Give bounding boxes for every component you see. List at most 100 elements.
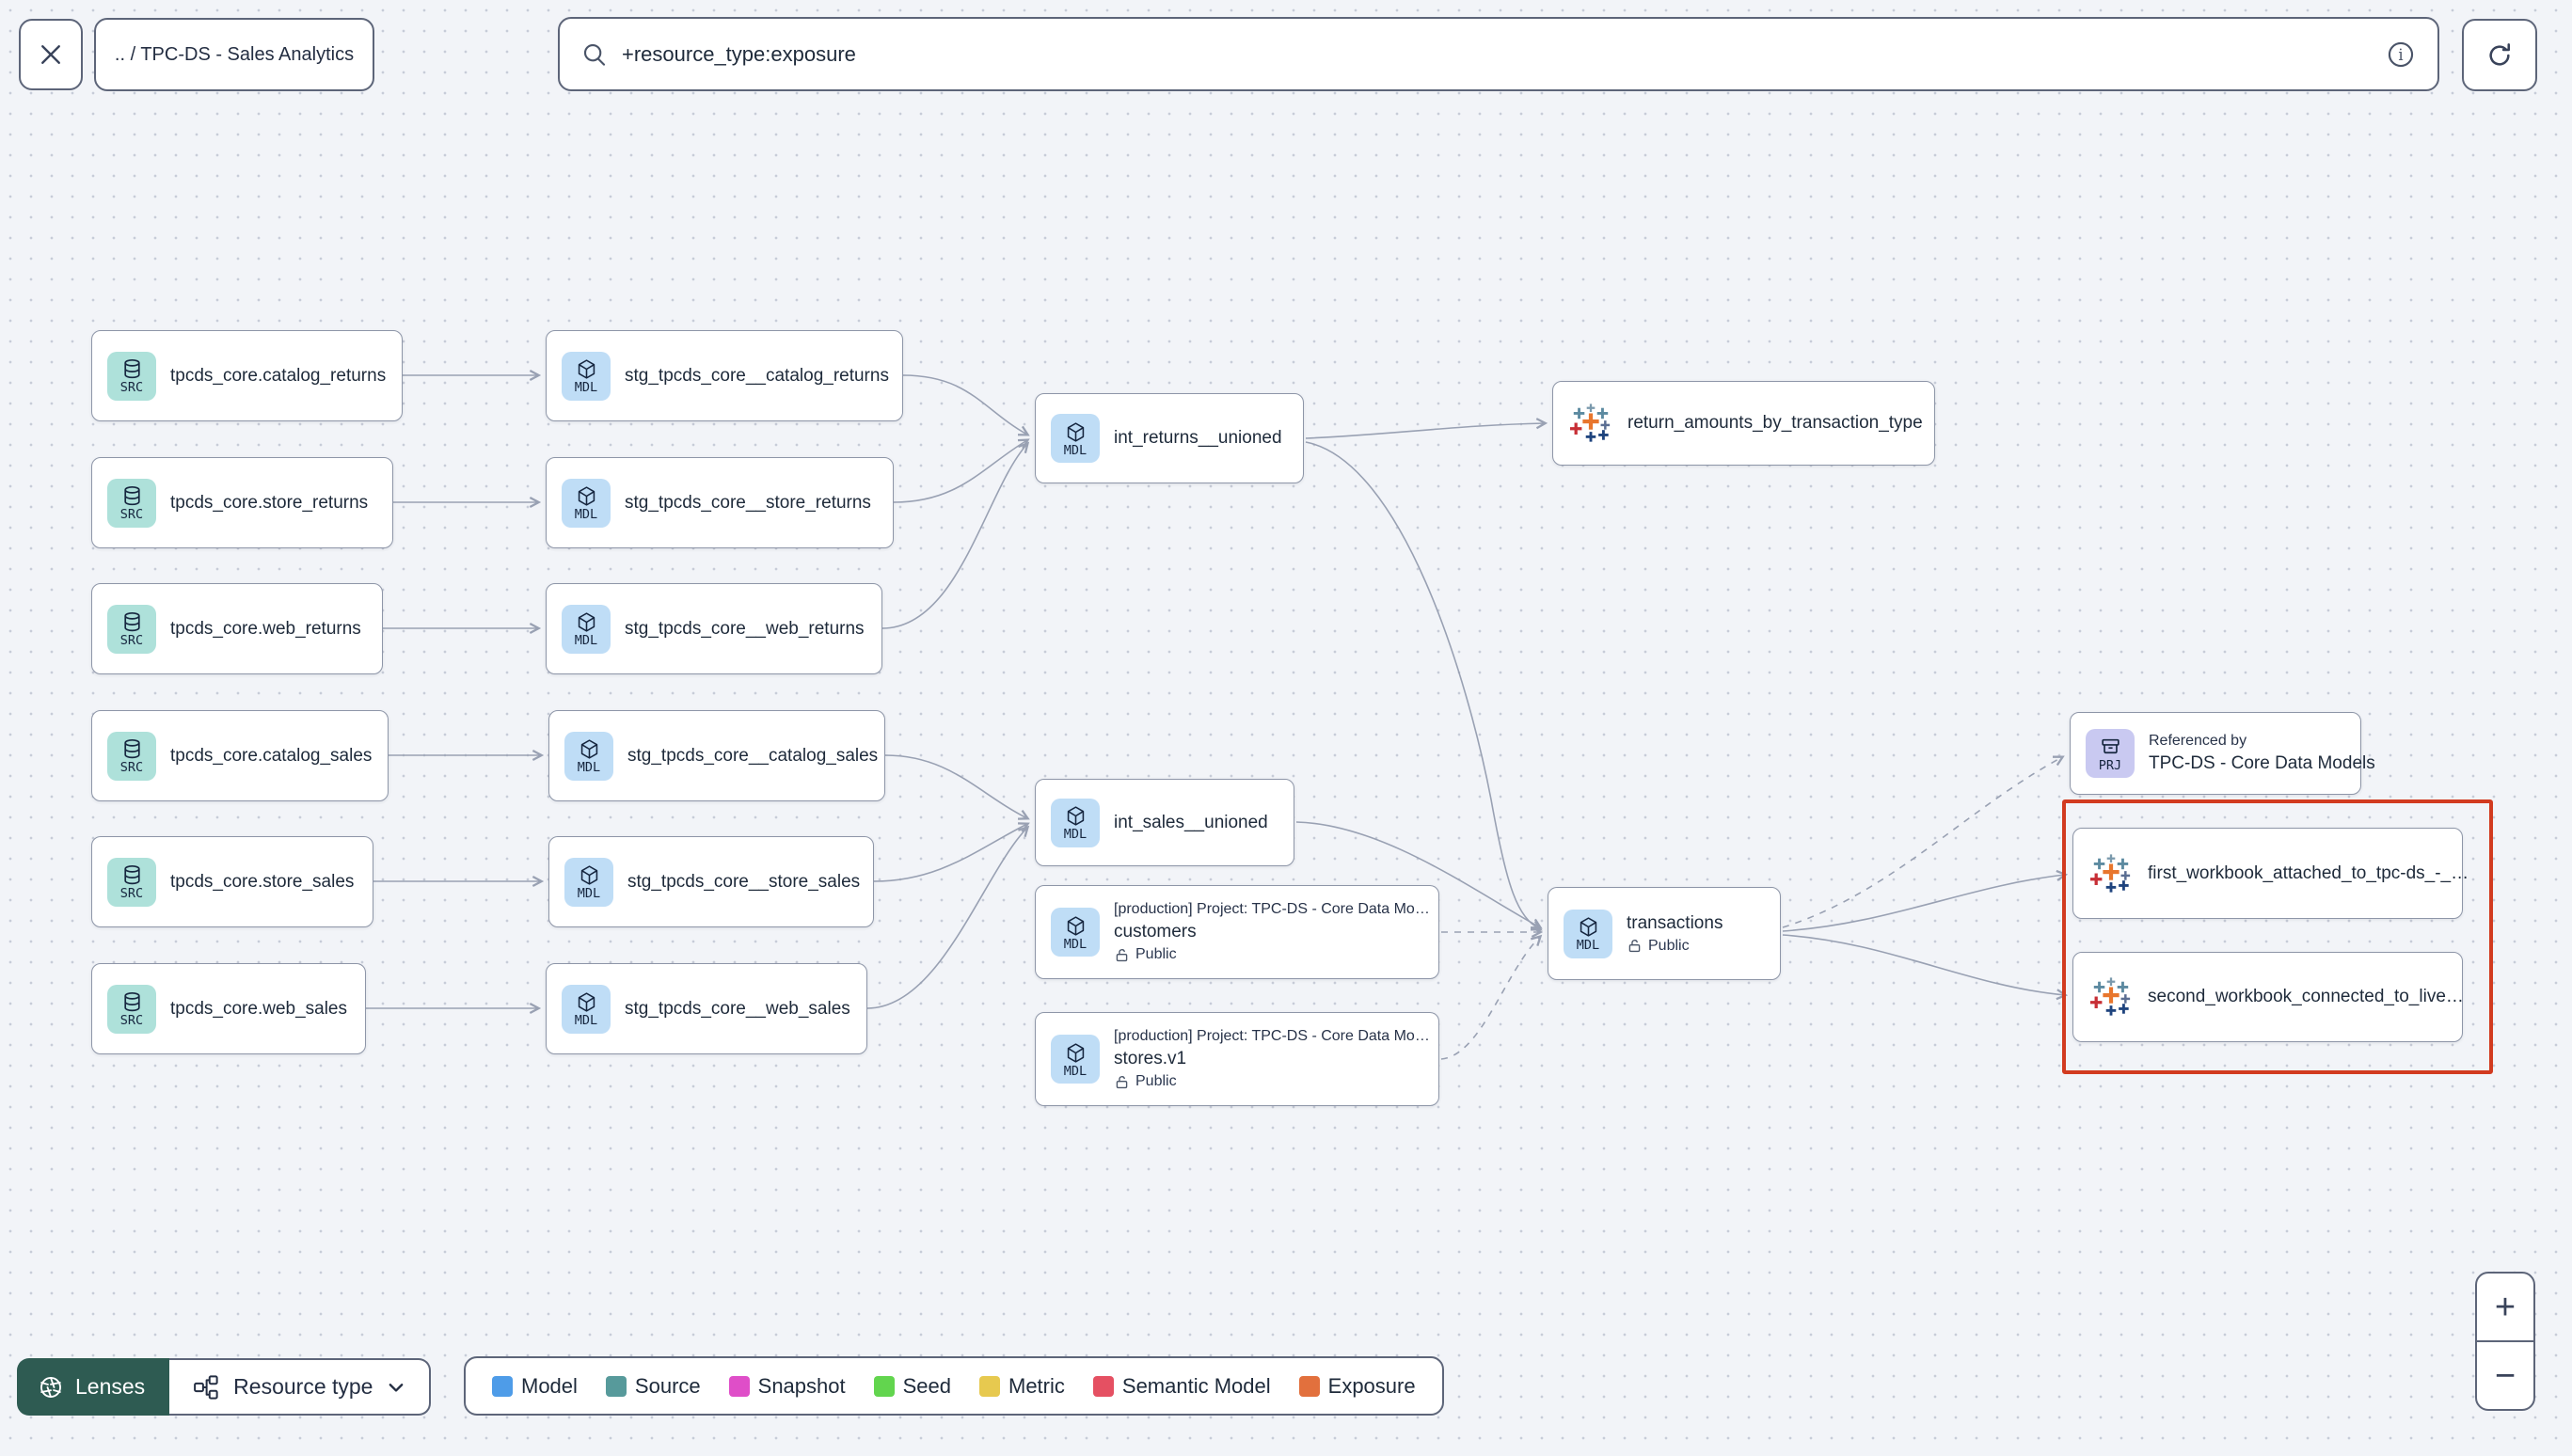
node-title: int_sales__unioned bbox=[1114, 812, 1268, 832]
access-label: Public bbox=[1135, 1073, 1177, 1089]
node-src-web-returns[interactable]: SRC tpcds_core.web_returns bbox=[91, 583, 383, 674]
zoom-control: + − bbox=[2475, 1272, 2535, 1411]
legend-swatch bbox=[1092, 1375, 1114, 1397]
search-bar[interactable]: i bbox=[558, 17, 2439, 91]
view-controls: Lenses Resource type bbox=[17, 1358, 432, 1416]
lineage-edge bbox=[873, 822, 1030, 882]
node-title: TPC-DS - Core Data Models bbox=[2149, 753, 2375, 773]
legend-item: Semantic Model bbox=[1092, 1374, 1271, 1399]
database-icon: SRC bbox=[107, 731, 156, 781]
resource-type-dropdown[interactable]: Resource type bbox=[169, 1358, 432, 1416]
legend-label: Exposure bbox=[1327, 1373, 1416, 1398]
selection-highlight bbox=[2062, 799, 2493, 1074]
node-title: tpcds_core.catalog_returns bbox=[170, 365, 387, 386]
lenses-button[interactable]: Lenses bbox=[17, 1358, 170, 1416]
legend-item: Source bbox=[605, 1373, 701, 1399]
close-button[interactable] bbox=[19, 19, 83, 90]
node-badge: MDL bbox=[1063, 936, 1088, 952]
node-stg-store-sales[interactable]: MDL stg_tpcds_core__store_sales bbox=[548, 836, 874, 927]
breadcrumb[interactable]: .. / TPC-DS - Sales Analytics bbox=[94, 18, 374, 91]
archive-icon: PRJ bbox=[2086, 729, 2135, 778]
legend-label: Metric bbox=[1008, 1373, 1065, 1398]
refresh-icon bbox=[2485, 40, 2515, 71]
legend-swatch bbox=[1298, 1375, 1320, 1397]
node-badge: SRC bbox=[119, 886, 144, 901]
node-return-amounts-by-transaction-type[interactable]: return_amounts_by_transaction_type bbox=[1552, 381, 1935, 466]
zoom-out-button[interactable]: − bbox=[2477, 1342, 2533, 1409]
node-access: Public bbox=[1114, 1073, 1430, 1090]
lineage-edge bbox=[1782, 755, 2065, 928]
node-title: tpcds_core.web_sales bbox=[170, 998, 347, 1019]
info-icon[interactable]: i bbox=[2385, 39, 2417, 71]
cube-icon: MDL bbox=[562, 351, 611, 401]
node-badge: MDL bbox=[1576, 938, 1600, 953]
cube-icon: MDL bbox=[562, 604, 611, 654]
legend-label: Model bbox=[521, 1373, 578, 1398]
zoom-in-button[interactable]: + bbox=[2477, 1274, 2533, 1342]
legend-item: Metric bbox=[979, 1374, 1065, 1399]
cube-icon: MDL bbox=[1051, 414, 1100, 463]
node-first-workbook[interactable]: first_workbook_attached_to_tpc-ds_-_… bbox=[2072, 828, 2469, 919]
legend-item: Seed bbox=[873, 1374, 951, 1399]
node-badge: SRC bbox=[119, 760, 144, 775]
cube-icon: MDL bbox=[564, 857, 613, 907]
lineage-edge bbox=[1440, 934, 1543, 1060]
cube-icon: MDL bbox=[564, 731, 613, 781]
legend-swatch bbox=[979, 1375, 1000, 1397]
node-second-workbook[interactable]: second_workbook_connected_to_live… bbox=[2072, 952, 2464, 1042]
node-title: stg_tpcds_core__store_sales bbox=[627, 871, 861, 892]
node-src-catalog-sales[interactable]: SRC tpcds_core.catalog_sales bbox=[91, 710, 389, 801]
node-src-web-sales[interactable]: SRC tpcds_core.web_sales bbox=[91, 963, 366, 1054]
node-title: tpcds_core.catalog_sales bbox=[170, 745, 373, 766]
node-title: return_amounts_by_transaction_type bbox=[1627, 413, 1923, 433]
svg-text:i: i bbox=[2398, 45, 2403, 63]
node-title: transactions bbox=[1627, 912, 1723, 933]
node-title: tpcds_core.web_returns bbox=[170, 618, 361, 639]
node-badge: MDL bbox=[574, 633, 598, 648]
node-int-sales-unioned[interactable]: MDL int_sales__unioned bbox=[1035, 779, 1294, 866]
refresh-button[interactable] bbox=[2462, 19, 2537, 91]
node-customers[interactable]: MDL[production] Project: TPC-DS - Core D… bbox=[1035, 885, 1439, 979]
lineage-edge bbox=[1295, 821, 1543, 929]
search-icon bbox=[580, 40, 609, 69]
cube-icon: MDL bbox=[562, 984, 611, 1034]
legend-label: Source bbox=[634, 1373, 701, 1398]
legend-swatch bbox=[728, 1375, 750, 1397]
node-title: stg_tpcds_core__catalog_returns bbox=[625, 365, 889, 386]
node-badge: SRC bbox=[119, 633, 144, 648]
lineage-edge bbox=[1305, 441, 1543, 931]
node-stores-v1[interactable]: MDL[production] Project: TPC-DS - Core D… bbox=[1035, 1012, 1439, 1106]
node-stg-catalog-returns[interactable]: MDL stg_tpcds_core__catalog_returns bbox=[546, 330, 903, 421]
node-badge: MDL bbox=[574, 1013, 598, 1028]
legend-item: Model bbox=[492, 1374, 578, 1399]
lineage-edge bbox=[893, 438, 1030, 503]
cube-icon: MDL bbox=[1051, 798, 1100, 847]
database-icon: SRC bbox=[107, 857, 156, 907]
node-title: second_workbook_connected_to_live… bbox=[2148, 987, 2464, 1006]
chevron-down-icon bbox=[386, 1377, 406, 1398]
node-title: first_workbook_attached_to_tpc-ds_-_… bbox=[2148, 863, 2469, 883]
lineage-edge bbox=[1305, 418, 1548, 439]
tableau-icon bbox=[1568, 401, 1613, 446]
cube-icon: MDL bbox=[1564, 909, 1612, 958]
database-icon: SRC bbox=[107, 984, 156, 1034]
hierarchy-icon bbox=[192, 1373, 220, 1401]
node-sublabel: [production] Project: TPC-DS - Core Data… bbox=[1114, 1028, 1430, 1044]
lineage-edge bbox=[884, 754, 1030, 820]
node-access: Public bbox=[1627, 938, 1723, 955]
search-input[interactable] bbox=[622, 41, 2372, 67]
node-badge: SRC bbox=[119, 507, 144, 522]
